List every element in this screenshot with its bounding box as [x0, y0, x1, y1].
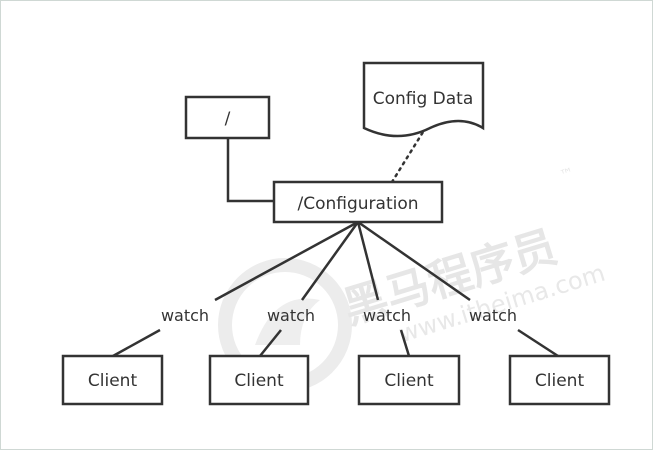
node-configuration-label: /Configuration: [297, 194, 418, 214]
edge-configuration-configdata: [390, 130, 425, 184]
edge-configuration-client1-upper: [214, 220, 359, 302]
edge-label-watch-3: watch: [363, 306, 411, 325]
edge-configuration-client2-upper: [300, 221, 360, 301]
edge-configuration-client1-lower: [112, 328, 161, 358]
node-root: /: [184, 95, 271, 140]
node-root-label: /: [225, 109, 231, 129]
node-client-2: Client: [208, 354, 310, 406]
node-client-4-label: Client: [535, 371, 585, 391]
node-client-4: Client: [508, 354, 611, 406]
node-client-3: Client: [357, 354, 461, 406]
node-client-2-label: Client: [234, 371, 284, 391]
edge-configuration-client3-lower: [399, 329, 411, 357]
edge-root-configuration: [226, 137, 274, 203]
node-client-3-label: Client: [384, 371, 434, 391]
edge-label-watch-4: watch: [469, 306, 517, 325]
edge-configuration-client4-lower: [517, 328, 559, 358]
edge-configuration-client2-lower: [259, 329, 282, 357]
node-config-data-label: Config Data: [373, 89, 474, 109]
node-client-1: Client: [61, 354, 164, 406]
node-client-1-label: Client: [88, 371, 138, 391]
watermark-trademark: ™: [558, 165, 576, 184]
node-configuration: /Configuration: [272, 180, 444, 224]
edge-label-watch-1: watch: [161, 306, 209, 325]
edge-configuration-client4-upper: [357, 220, 471, 302]
edges: [112, 130, 559, 358]
node-config-data: Config Data: [362, 61, 485, 138]
edge-configuration-client3-upper: [356, 221, 380, 301]
edge-labels: watch watch watch watch: [161, 306, 517, 325]
edge-label-watch-2: watch: [267, 306, 315, 325]
